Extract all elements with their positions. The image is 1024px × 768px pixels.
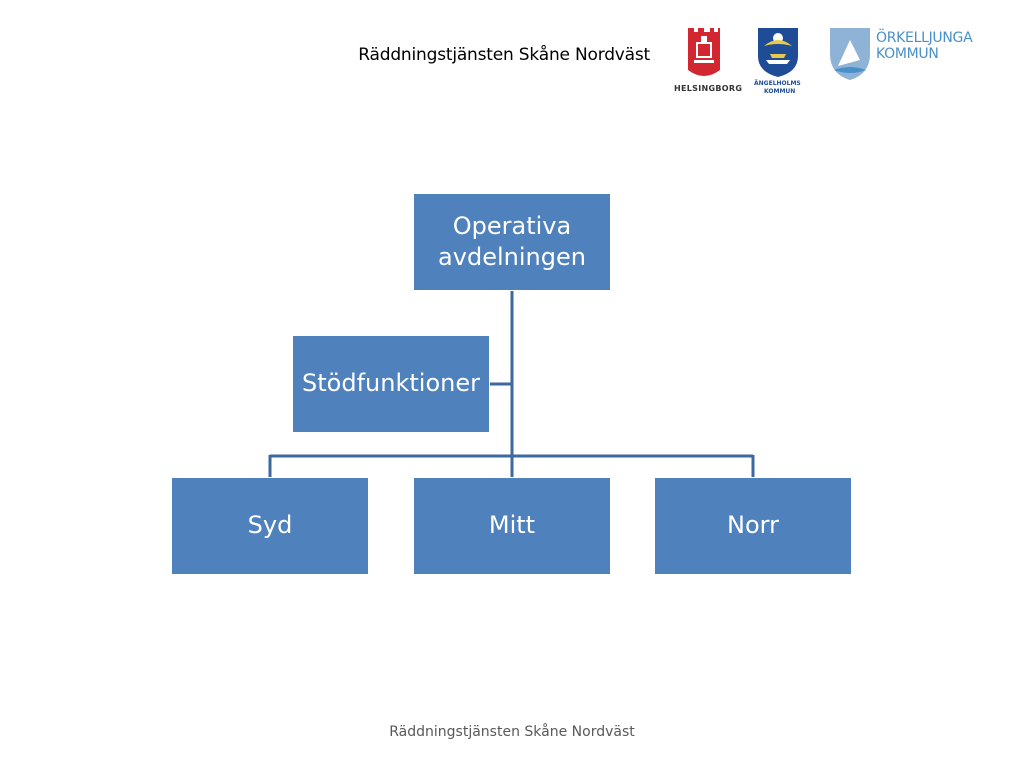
angelholm-crest-icon [758,28,798,77]
org-node-assistant: Stödfunktioner [293,336,489,432]
orkelljunga-wordmark-line2: KOMMUN [876,46,939,62]
angelholm-logo: ÄNGELHOLMS KOMMUN [754,26,808,98]
org-node-mitt: Mitt [414,478,610,574]
angelholm-wordmark-line2: KOMMUN [764,88,796,95]
helsingborg-logo: HELSINGBORG [672,24,742,96]
page-title: Räddningstjänsten Skåne Nordväst [358,45,650,65]
helsingborg-crest-icon [688,28,720,76]
org-node-root: Operativa avdelningen [414,194,610,290]
org-node-norr: Norr [655,478,851,574]
angelholm-wordmark-line1: ÄNGELHOLMS [754,80,801,87]
footer-text: Räddningstjänsten Skåne Nordväst [389,724,635,740]
orkelljunga-crest-icon [830,28,870,80]
org-node-syd: Syd [172,478,368,574]
orkelljunga-logo: ÖRKELLJUNGA KOMMUN [828,26,978,86]
orkelljunga-wordmark-line1: ÖRKELLJUNGA [876,30,973,46]
helsingborg-wordmark: HELSINGBORG [674,84,743,93]
